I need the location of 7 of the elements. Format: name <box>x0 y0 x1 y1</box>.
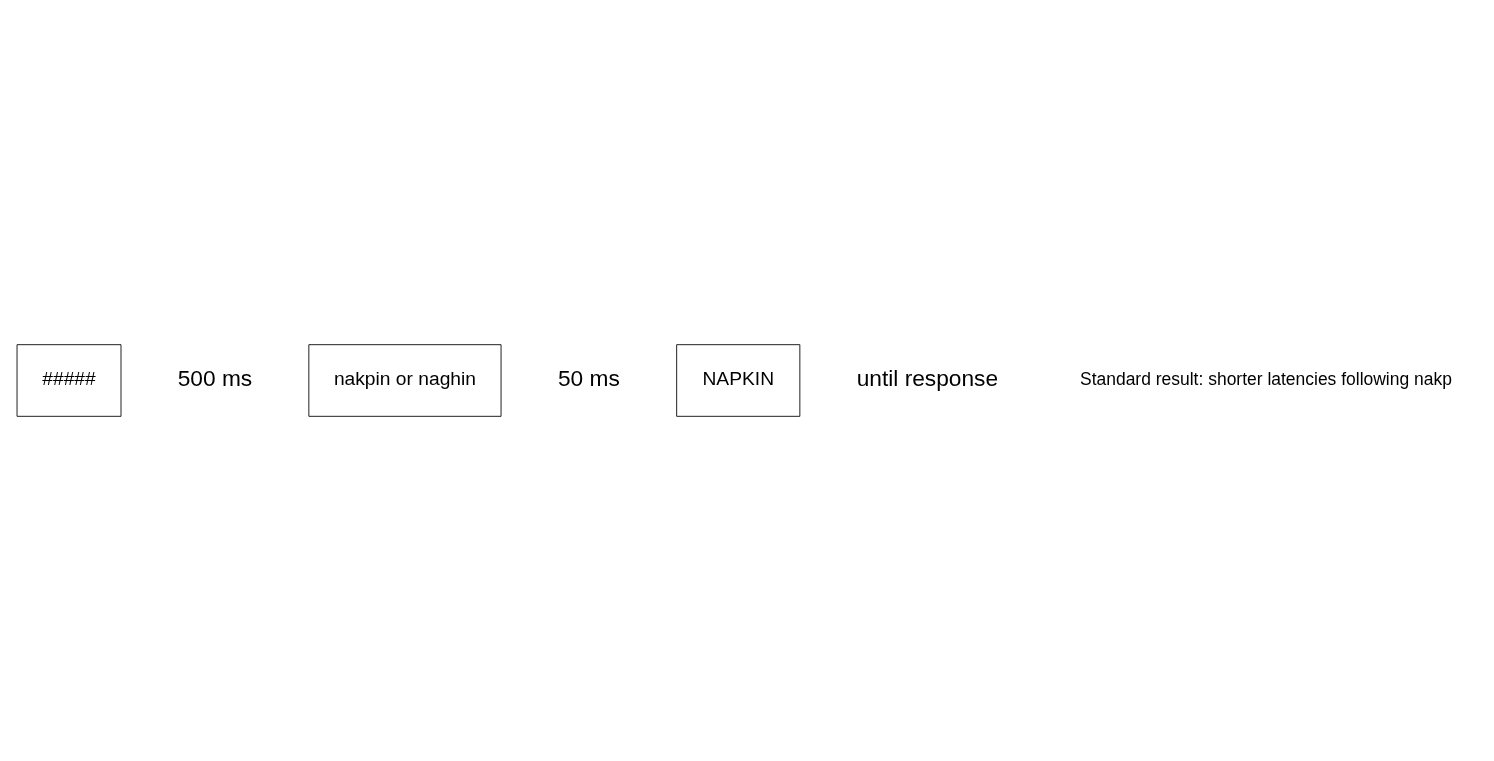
node-box: NAPKIN <box>676 344 801 417</box>
node-box: ##### <box>16 344 122 417</box>
node-box: nakpin or naghin <box>308 344 502 417</box>
label: Standard result: shorter latencies following nakp <box>1080 368 1452 389</box>
node-label: 50 ms <box>557 365 620 391</box>
node-label: 500 ms <box>177 365 253 391</box>
node-label: until response <box>856 365 999 391</box>
